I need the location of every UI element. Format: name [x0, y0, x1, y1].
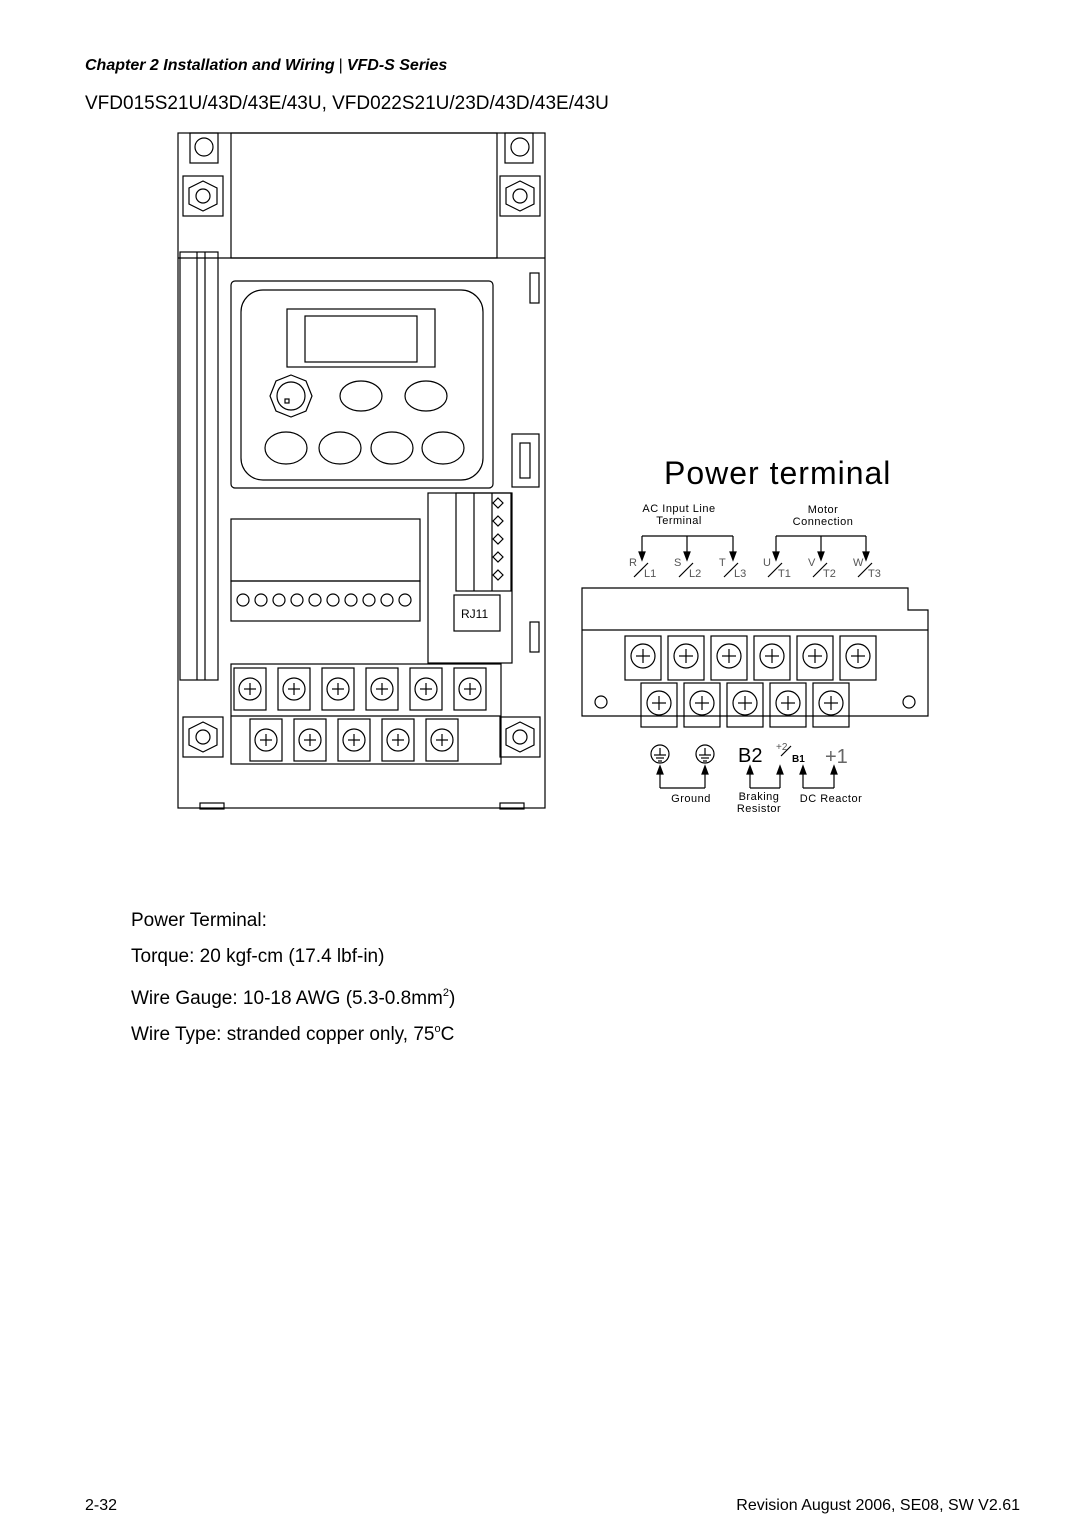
terminal-l1-label: L1	[644, 568, 656, 580]
series-title: VFD-S Series	[346, 57, 448, 74]
terminal-u-label: U	[763, 557, 771, 569]
terminal-v-label: V	[808, 557, 816, 569]
detail-screws-top	[624, 635, 877, 681]
motor-line-2: Connection	[792, 516, 854, 528]
motor-line-1: Motor	[807, 504, 839, 516]
ground-icon	[650, 744, 670, 764]
input-bracket	[638, 535, 737, 562]
ac-input-line-2: Terminal	[656, 515, 702, 527]
specs-wire-type: Wire Type: stranded copper only, 75oC	[131, 1023, 455, 1045]
drive-power-screws-top	[233, 667, 487, 711]
specs-heading: Power Terminal:	[131, 910, 267, 931]
drive-diagram: RJ11 R S T U V W L1 L2 L3 T1 T2 T3 B2 +2…	[177, 132, 929, 810]
ground-label: Ground	[671, 793, 711, 805]
control-screws	[236, 593, 412, 607]
chapter-title: Chapter 2 Installation and Wiring	[85, 57, 335, 74]
terminal-plus1-label: +1	[825, 746, 848, 768]
ground-bracket	[656, 764, 709, 789]
relay-terminals	[492, 497, 504, 581]
terminal-t-label: T	[719, 557, 726, 569]
motor-label: Motor Connection	[780, 504, 866, 528]
drive-body	[177, 132, 546, 810]
terminal-t2-label: T2	[823, 568, 836, 580]
chapter-header: Chapter 2 Installation and Wiring|VFD-S …	[85, 57, 447, 75]
keypad	[230, 280, 494, 489]
specs-torque: Torque: 20 kgf-cm (17.4 lbf-in)	[131, 946, 385, 967]
terminal-t3-label: T3	[868, 568, 881, 580]
terminal-r-label: R	[629, 557, 637, 569]
header-separator: |	[338, 57, 343, 74]
terminal-plus2-label: +2	[776, 742, 788, 753]
terminal-b1-label: B1	[792, 754, 805, 765]
rj11-label: RJ11	[461, 607, 488, 621]
revision-info: Revision August 2006, SE08, SW V2.61	[736, 1497, 1020, 1514]
ac-input-label: AC Input Line Terminal	[634, 503, 724, 527]
dc-reactor-bracket	[799, 764, 838, 789]
braking-line-2: Resistor	[736, 803, 782, 815]
drive-power-screws-bottom	[249, 718, 459, 762]
terminal-b2-label: B2	[738, 745, 762, 767]
drive-power-terminals	[230, 663, 502, 765]
dc-reactor-label: DC Reactor	[799, 793, 863, 805]
terminal-l3-label: L3	[734, 568, 746, 580]
page-number: 2-32	[85, 1497, 118, 1514]
braking-line-1: Braking	[738, 791, 780, 803]
ground-icon-2	[695, 744, 715, 764]
model-list: VFD015S21U/43D/43E/43U, VFD022S21U/23D/4…	[85, 93, 609, 114]
braking-bracket	[746, 764, 784, 789]
terminal-w-label: W	[853, 557, 864, 569]
specs-wire-gauge: Wire Gauge: 10-18 AWG (5.3-0.8mm2)	[131, 987, 456, 1009]
terminal-s-label: S	[674, 557, 681, 569]
power-terminal-title: Power terminal	[664, 455, 892, 491]
terminal-t1-label: T1	[778, 568, 791, 580]
braking-resistor-label: Braking Resistor	[729, 791, 789, 815]
power-terminal-specs: Power Terminal: Torque: 20 kgf-cm (17.4 …	[131, 903, 455, 1047]
detail-screws-bottom	[640, 682, 850, 728]
control-terminal-block	[230, 492, 513, 664]
power-terminal-detail	[581, 535, 929, 789]
ac-input-line-1: AC Input Line	[642, 503, 716, 515]
motor-bracket	[772, 535, 870, 562]
terminal-l2-label: L2	[689, 568, 701, 580]
